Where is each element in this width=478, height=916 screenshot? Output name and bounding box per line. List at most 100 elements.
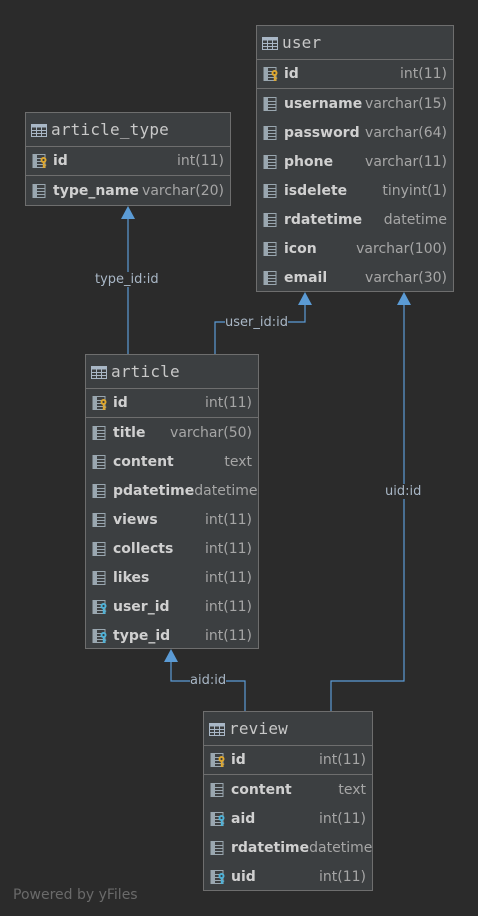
- column-row-collects[interactable]: collects int(11): [86, 534, 258, 563]
- column-name: type_name: [53, 182, 139, 199]
- edge-label-user-id: user_id:id: [225, 315, 288, 330]
- table-header[interactable]: article_type: [26, 113, 230, 147]
- column-name: id: [284, 66, 299, 82]
- column-name: rdatetime: [231, 839, 310, 856]
- arrowhead-user-id: [298, 292, 312, 305]
- foreign-key-icon: [209, 810, 227, 828]
- primary-key-icon: [209, 751, 227, 769]
- column-name: username: [284, 95, 363, 112]
- column-name: uid: [231, 868, 256, 885]
- column-icon: [262, 211, 280, 229]
- column-row-icon[interactable]: icon varchar(100): [257, 234, 453, 263]
- column-name: password: [284, 124, 360, 141]
- primary-key-icon: [262, 65, 280, 83]
- column-name: type_id: [113, 627, 171, 644]
- column-row-views[interactable]: views int(11): [86, 505, 258, 534]
- column-type: datetime: [309, 839, 373, 856]
- column-type: int(11): [177, 153, 224, 169]
- column-name: rdatetime: [284, 211, 363, 228]
- column-icon: [91, 511, 109, 529]
- edge-label-type-id: type_id:id: [95, 272, 159, 287]
- primary-key-icon: [31, 152, 49, 170]
- column-type: int(11): [400, 66, 447, 82]
- edge-uid[interactable]: [330, 294, 405, 711]
- table-icon: [261, 34, 279, 52]
- column-name: views: [113, 511, 158, 528]
- table-header[interactable]: user: [257, 26, 453, 60]
- arrowhead-type-id: [121, 206, 135, 219]
- column-name: icon: [284, 240, 317, 257]
- table-header[interactable]: article: [86, 355, 258, 389]
- column-name: pdatetime: [113, 482, 195, 499]
- column-type: varchar(30): [365, 269, 447, 286]
- column-type: int(11): [319, 810, 366, 827]
- column-type: int(11): [205, 511, 252, 528]
- column-name: collects: [113, 540, 174, 557]
- column-icon: [31, 182, 49, 200]
- column-name: email: [284, 269, 328, 286]
- column-row-email[interactable]: email varchar(30): [257, 263, 453, 292]
- column-type: varchar(100): [356, 240, 447, 257]
- column-icon: [262, 269, 280, 287]
- edge-label-uid: uid:id: [385, 484, 422, 499]
- table-title: review: [229, 719, 288, 738]
- foreign-key-icon: [91, 598, 109, 616]
- column-icon: [262, 95, 280, 113]
- column-name: isdelete: [284, 182, 348, 199]
- column-type: datetime: [194, 482, 258, 499]
- column-name: content: [113, 453, 174, 470]
- table-icon: [208, 720, 226, 738]
- column-icon: [262, 240, 280, 258]
- column-name: title: [113, 424, 146, 441]
- table-title: article: [111, 362, 180, 381]
- foreign-key-icon: [91, 627, 109, 645]
- column-type: text: [338, 781, 366, 798]
- column-icon: [262, 124, 280, 142]
- column-type: int(11): [319, 752, 366, 768]
- footer-credit: Powered by yFiles: [13, 887, 138, 903]
- table-header[interactable]: review: [204, 712, 372, 746]
- column-name: likes: [113, 569, 150, 586]
- table-title: article_type: [51, 120, 169, 139]
- column-icon: [262, 182, 280, 200]
- column-type: varchar(15): [365, 95, 447, 112]
- column-icon: [91, 540, 109, 558]
- arrowhead-aid: [164, 649, 178, 662]
- column-row-id[interactable]: id int(11): [257, 60, 453, 89]
- column-type: int(11): [205, 598, 252, 615]
- foreign-key-icon: [209, 868, 227, 886]
- arrowhead-uid: [397, 292, 411, 305]
- column-type: int(11): [205, 540, 252, 557]
- column-type: int(11): [205, 395, 252, 411]
- table-icon: [90, 363, 108, 381]
- column-name: phone: [284, 153, 334, 170]
- primary-key-icon: [91, 394, 109, 412]
